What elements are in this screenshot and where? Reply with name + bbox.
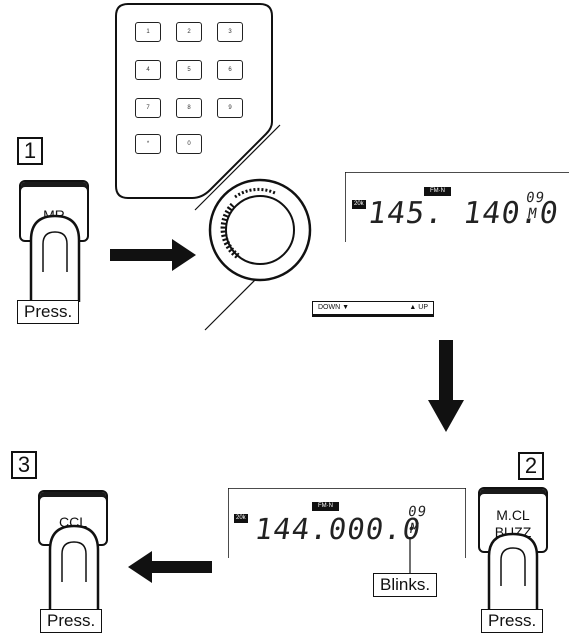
step-3-number: 3 [11, 451, 37, 479]
finger-icon-3 [48, 524, 100, 610]
right-arrow-icon [110, 239, 196, 271]
bottom-display-channel: 09 [406, 504, 428, 520]
tuning-dial-icon[interactable] [205, 175, 315, 285]
keypad-key-4[interactable]: 4 [135, 60, 161, 80]
down-label: DOWN ▼ [318, 304, 350, 311]
down-arrow-icon [428, 340, 464, 432]
top-display-mode-badge: FM·N [424, 187, 451, 196]
bottom-display-frequency: 144.000.0 [252, 512, 424, 546]
top-display-step-badge: 20k [352, 200, 366, 209]
keypad-key-6[interactable]: 6 [217, 60, 243, 80]
keypad-key-7[interactable]: 7 [135, 98, 161, 118]
keypad-key-star[interactable]: * [135, 134, 161, 154]
keypad-key-0[interactable]: 0 [176, 134, 202, 154]
keypad-key-8[interactable]: 8 [176, 98, 202, 118]
keypad-key-3[interactable]: 3 [217, 22, 243, 42]
bottom-display-step-badge: 20k [234, 514, 248, 523]
blinks-label: Blinks. [373, 573, 438, 597]
step-2-press-label: Press. [481, 609, 544, 633]
left-arrow-icon [128, 551, 212, 583]
finger-icon-2 [487, 532, 539, 612]
finger-icon [29, 214, 81, 302]
mcl-label: M.CL [496, 507, 530, 523]
mcl-buzz-button[interactable]: M.CL BUZZ [478, 487, 548, 553]
step-3-press-label: Press. [40, 609, 103, 633]
keypad-key-2[interactable]: 2 [176, 22, 202, 42]
step-1-press-label: Press. [17, 300, 80, 324]
bottom-display-mode-badge: FM·N [312, 502, 339, 511]
top-display-channel: 09 [524, 190, 546, 206]
keypad-key-9[interactable]: 9 [217, 98, 243, 118]
blinks-pointer-line [409, 537, 411, 579]
up-down-bar[interactable]: DOWN ▼ ▲ UP [312, 301, 434, 317]
keypad-key-5[interactable]: 5 [176, 60, 202, 80]
keypad-key-1[interactable]: 1 [135, 22, 161, 42]
step-1-number: 1 [17, 137, 43, 165]
step-2-number: 2 [518, 452, 544, 480]
up-label: ▲ UP [409, 304, 428, 311]
